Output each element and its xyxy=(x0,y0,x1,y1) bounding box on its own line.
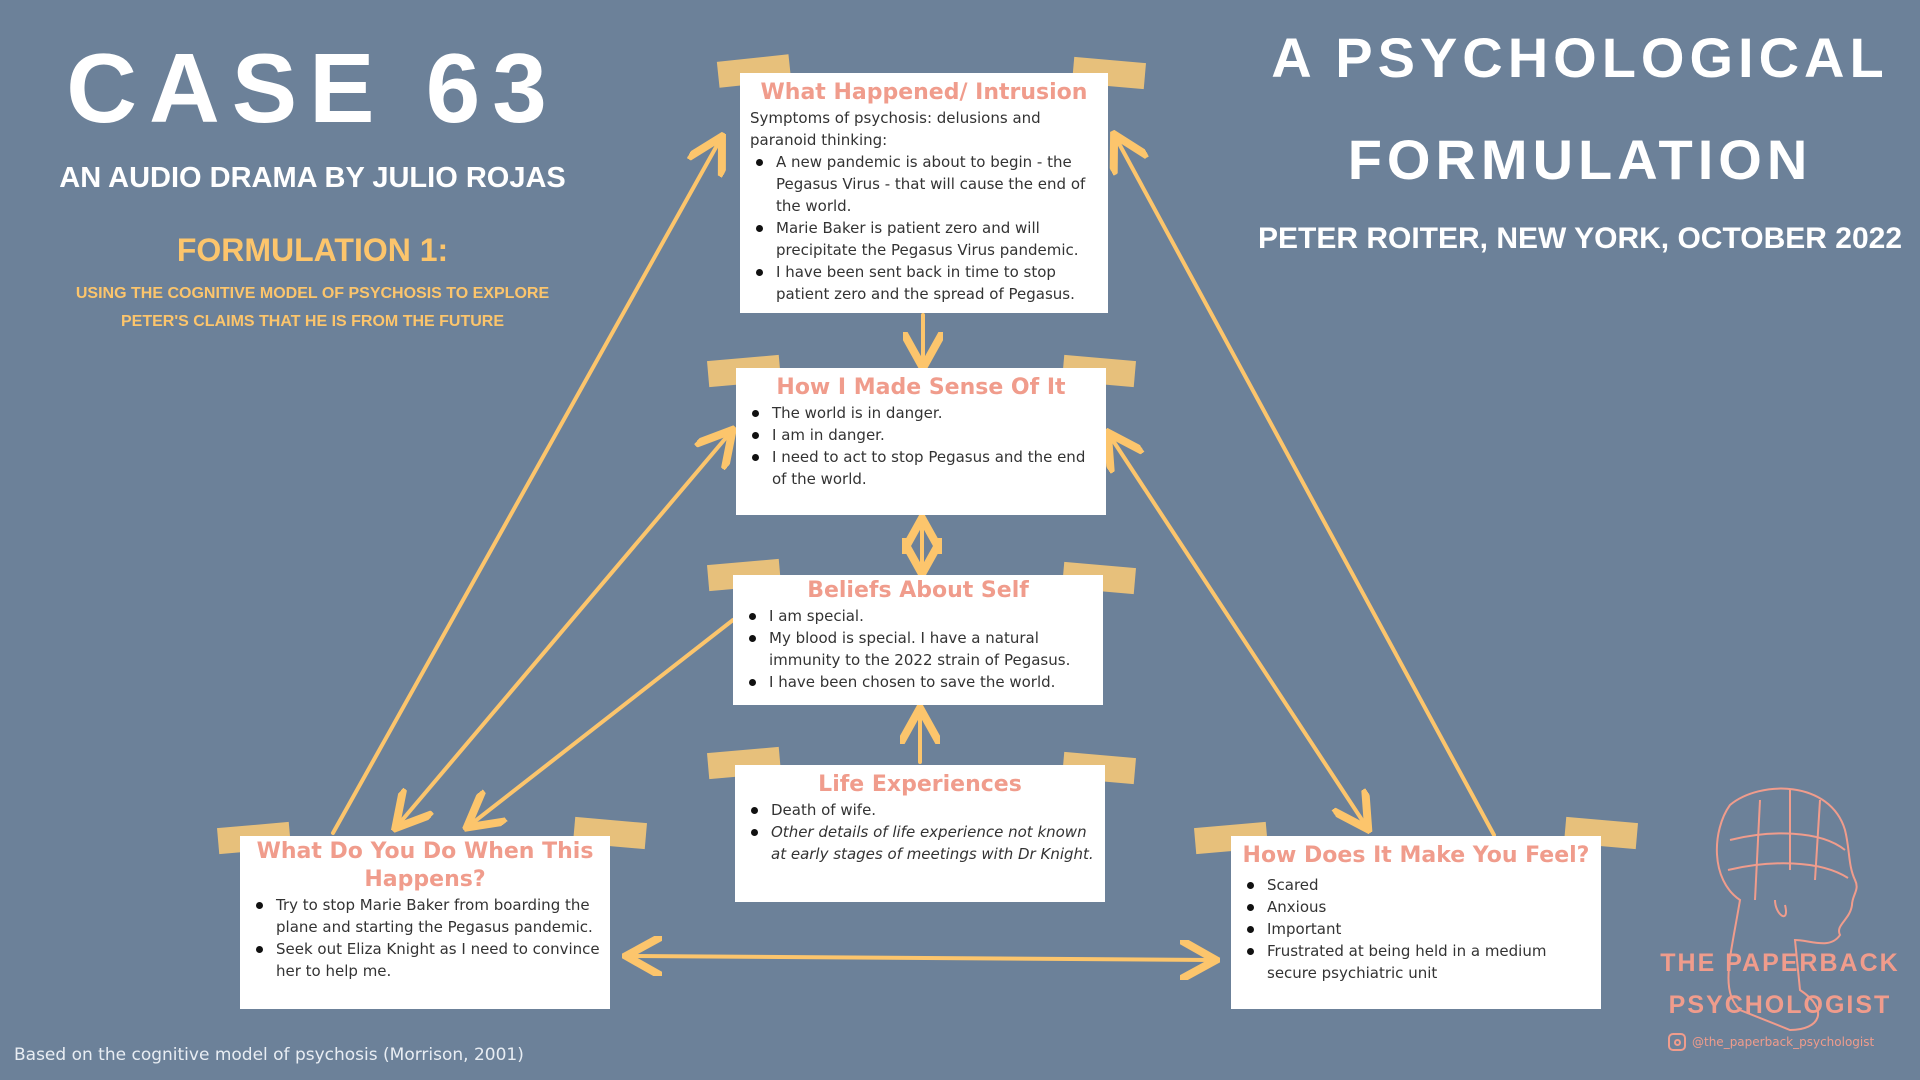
list-item: Important xyxy=(1241,918,1591,940)
list-item: Frustrated at being held in a medium sec… xyxy=(1241,940,1591,984)
formulation-desc-2: PETER'S CLAIMS THAT HE IS FROM THE FUTUR… xyxy=(120,313,505,330)
box-title: Beliefs About Self xyxy=(807,578,1029,603)
formulation-label: FORMULATION 1: xyxy=(176,232,449,268)
box-title: How I Made Sense Of It xyxy=(776,375,1066,400)
arrow-sense-action xyxy=(398,433,730,825)
list-item: Marie Baker is patient zero and will pre… xyxy=(750,217,1098,261)
box-beliefs: Beliefs About Self I am special.My blood… xyxy=(733,575,1103,705)
box-sense: How I Made Sense Of It The world is in d… xyxy=(736,368,1106,515)
list-item: I am in danger. xyxy=(746,424,1096,446)
list-item: Death of wife. xyxy=(745,799,1095,821)
box-intrusion: What Happened/ Intrusion Symptoms of psy… xyxy=(740,73,1108,313)
list-item: Other details of life experience not kno… xyxy=(745,821,1095,865)
list-item: Anxious xyxy=(1241,896,1591,918)
list-item: Scared xyxy=(1241,874,1591,896)
list-item: A new pandemic is about to begin - the P… xyxy=(750,151,1098,217)
box-title: Life Experiences xyxy=(818,772,1022,797)
list-item: Seek out Eliza Knight as I need to convi… xyxy=(250,938,600,982)
box-title: How Does It Make You Feel? xyxy=(1242,843,1590,868)
case-subtitle: AN AUDIO DRAMA BY JULIO ROJAS xyxy=(59,162,566,194)
box-title: What Happened/ Intrusion xyxy=(760,80,1088,105)
list-item: My blood is special. I have a natural im… xyxy=(743,627,1093,671)
formulation-desc-1: USING THE COGNITIVE MODEL OF PSYCHOSIS T… xyxy=(75,285,550,302)
arrow-beliefs-to-action xyxy=(470,618,735,825)
main-title-line1: A PSYCHOLOGICAL xyxy=(1271,26,1889,89)
list-item: The world is in danger. xyxy=(746,402,1096,424)
instagram-handle[interactable]: @the_paperback_psychologist xyxy=(1668,1033,1874,1051)
brand-name-1: THE PAPERBACK xyxy=(1660,949,1900,977)
arrow-action-feel xyxy=(630,956,1212,960)
byline: PETER ROITER, NEW YORK, OCTOBER 2022 xyxy=(1257,222,1903,255)
list-item: I need to act to stop Pegasus and the en… xyxy=(746,446,1096,490)
case-title: CASE 63 xyxy=(66,33,559,143)
list-item: I have been chosen to save the world. xyxy=(743,671,1093,693)
handle-text: @the_paperback_psychologist xyxy=(1692,1035,1875,1049)
arrow-sense-feel xyxy=(1110,436,1366,826)
list-item: I am special. xyxy=(743,605,1093,627)
list-item: I have been sent back in time to stop pa… xyxy=(750,261,1098,305)
brand-name-2: PSYCHOLOGIST xyxy=(1668,991,1892,1019)
list-item: Try to stop Marie Baker from boarding th… xyxy=(250,894,600,938)
box-intro: Symptoms of psychosis: delusions and par… xyxy=(750,109,1041,149)
instagram-icon xyxy=(1668,1033,1686,1051)
box-life: Life Experiences Death of wife.Other det… xyxy=(735,765,1105,902)
footer-citation: Based on the cognitive model of psychosi… xyxy=(14,1045,524,1065)
box-action: What Do You Do When This Happens? Try to… xyxy=(240,836,610,1009)
box-title: What Do You Do When This Happens? xyxy=(256,839,594,892)
main-title-line2: FORMULATION xyxy=(1347,128,1813,191)
